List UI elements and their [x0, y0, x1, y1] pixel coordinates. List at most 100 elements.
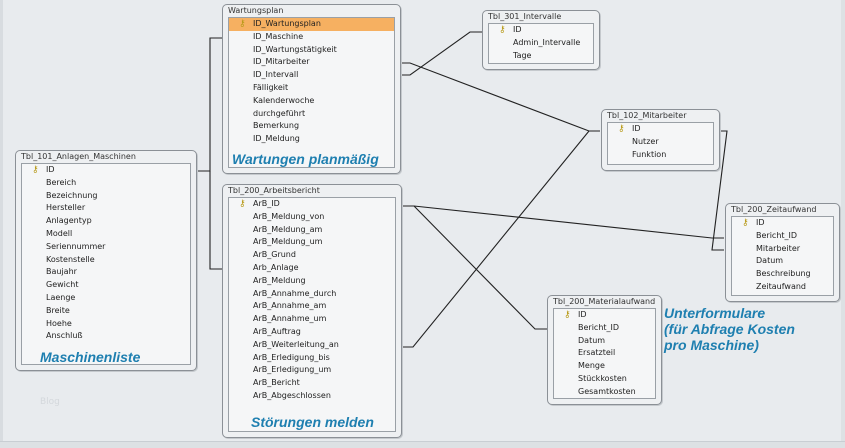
- field-name: ID_Maschine: [253, 31, 304, 41]
- table-field[interactable]: ArB_Annahme_um: [229, 313, 395, 326]
- field-name: Anlagentyp: [46, 216, 92, 226]
- table-field[interactable]: ArB_Bericht: [229, 377, 395, 390]
- table-field[interactable]: ArB_Weiterleitung_an: [229, 339, 395, 352]
- field-name: Bericht_ID: [756, 230, 798, 240]
- table-field[interactable]: Funktion: [608, 149, 713, 162]
- field-name: Bemerkung: [253, 121, 300, 131]
- field-name: Bereich: [46, 177, 77, 187]
- table-title[interactable]: Tbl_101_Anlagen_Maschinen: [21, 152, 136, 161]
- table-field[interactable]: Datum: [732, 255, 833, 268]
- table-field[interactable]: Zeitaufwand: [732, 281, 833, 294]
- table-field[interactable]: ⚷ID: [608, 123, 713, 136]
- field-name: ArB_Weiterleitung_an: [253, 339, 339, 349]
- table-field[interactable]: ⚷ID: [732, 217, 833, 230]
- table-field[interactable]: Hoehe: [22, 318, 190, 331]
- field-name: Datum: [756, 256, 784, 266]
- table-field[interactable]: Tage: [489, 50, 593, 63]
- table-field[interactable]: ID_Maschine: [229, 31, 394, 44]
- table-field[interactable]: Hersteller: [22, 202, 190, 215]
- table-field[interactable]: ArB_Meldung_am: [229, 224, 395, 237]
- table-title[interactable]: Wartungsplan: [228, 6, 284, 15]
- table-field[interactable]: Seriennummer: [22, 241, 190, 254]
- table-field[interactable]: Laenge: [22, 292, 190, 305]
- table-field[interactable]: ⚷ID: [22, 164, 190, 177]
- table-title[interactable]: Tbl_301_Intervalle: [488, 12, 562, 21]
- table-field[interactable]: Admin_Intervalle: [489, 37, 593, 50]
- table-title[interactable]: Tbl_102_Mitarbeiter: [607, 111, 687, 120]
- table-field[interactable]: Ersatzteil: [554, 347, 655, 360]
- table-title[interactable]: Tbl_200_Arbeitsbericht: [228, 186, 320, 195]
- table-field[interactable]: Breite: [22, 305, 190, 318]
- table-field[interactable]: Bereich: [22, 177, 190, 190]
- table-field[interactable]: ⚷ID: [489, 24, 593, 37]
- table-field[interactable]: Nutzer: [608, 136, 713, 149]
- table-field[interactable]: ⚷ID: [554, 309, 655, 322]
- table-field[interactable]: ArB_Annahme_durch: [229, 288, 395, 301]
- table-title[interactable]: Tbl_200_Materialaufwand: [553, 297, 656, 306]
- table-field[interactable]: Stückkosten: [554, 373, 655, 386]
- table-field[interactable]: Fälligkeit: [229, 82, 394, 95]
- table-field[interactable]: Bericht_ID: [554, 322, 655, 335]
- table-field[interactable]: ⚷ID_Wartungsplan: [229, 18, 394, 31]
- table-field[interactable]: ID_Mitarbeiter: [229, 56, 394, 69]
- table-field[interactable]: Mitarbeiter: [732, 243, 833, 256]
- field-name: ID_Mitarbeiter: [253, 57, 310, 67]
- table-field[interactable]: Anschluß: [22, 330, 190, 343]
- primary-key-icon: ⚷: [32, 165, 39, 175]
- table-field[interactable]: ArB_Meldung_von: [229, 211, 395, 224]
- table-field[interactable]: ArB_Meldung: [229, 275, 395, 288]
- table-field[interactable]: Kostenstelle: [22, 254, 190, 267]
- table-field[interactable]: Arb_Anlage: [229, 262, 395, 275]
- field-name: Fälligkeit: [253, 82, 289, 92]
- table-field[interactable]: ArB_Meldung_um: [229, 236, 395, 249]
- table-field[interactable]: Modell: [22, 228, 190, 241]
- annotation-line: (für Abfrage Kosten: [664, 321, 795, 337]
- table-field[interactable]: ArB_Grund: [229, 249, 395, 262]
- canvas-bottom-scrollbar[interactable]: [0, 441, 845, 448]
- table-field[interactable]: ArB_Annahme_am: [229, 300, 395, 313]
- table-field[interactable]: Datum: [554, 335, 655, 348]
- table-field[interactable]: Bezeichnung: [22, 190, 190, 203]
- field-name: Menge: [578, 361, 605, 371]
- field-name: Ersatzteil: [578, 348, 616, 358]
- table-field[interactable]: ArB_Auftrag: [229, 326, 395, 339]
- field-name: ArB_Erledigung_bis: [253, 352, 330, 362]
- table-field[interactable]: Menge: [554, 360, 655, 373]
- table-field[interactable]: ID_Meldung: [229, 133, 394, 146]
- table-field[interactable]: ID_Wartungstätigkeit: [229, 44, 394, 57]
- table-field[interactable]: ID_Intervall: [229, 69, 394, 82]
- table-field[interactable]: Baujahr: [22, 266, 190, 279]
- primary-key-icon: ⚷: [239, 199, 246, 209]
- field-name: Nutzer: [632, 136, 659, 146]
- field-name: Kalenderwoche: [253, 95, 315, 105]
- table-field[interactable]: Anlagentyp: [22, 215, 190, 228]
- field-name: Funktion: [632, 149, 667, 159]
- primary-key-icon: ⚷: [499, 25, 506, 35]
- table-field[interactable]: Gewicht: [22, 279, 190, 292]
- table-field[interactable]: Beschreibung: [732, 268, 833, 281]
- table-field[interactable]: durchgeführt: [229, 108, 394, 121]
- table-field[interactable]: Bericht_ID: [732, 230, 833, 243]
- table-field[interactable]: ArB_Erledigung_um: [229, 364, 395, 377]
- field-name: Admin_Intervalle: [513, 37, 581, 47]
- watermark: Blog: [40, 397, 60, 407]
- table-field[interactable]: Gesamtkosten: [554, 386, 655, 399]
- primary-key-icon: ⚷: [618, 124, 625, 134]
- table-field[interactable]: Bemerkung: [229, 120, 394, 133]
- table-field[interactable]: ArB_Abgeschlossen: [229, 390, 395, 403]
- relation-line-wartungsplan-intervalle: [400, 31, 482, 76]
- table-title[interactable]: Tbl_200_Zeitaufwand: [731, 205, 817, 214]
- table-field[interactable]: ArB_Erledigung_bis: [229, 352, 395, 365]
- table-field[interactable]: ⚷ArB_ID: [229, 198, 395, 211]
- table-field[interactable]: Kalenderwoche: [229, 95, 394, 108]
